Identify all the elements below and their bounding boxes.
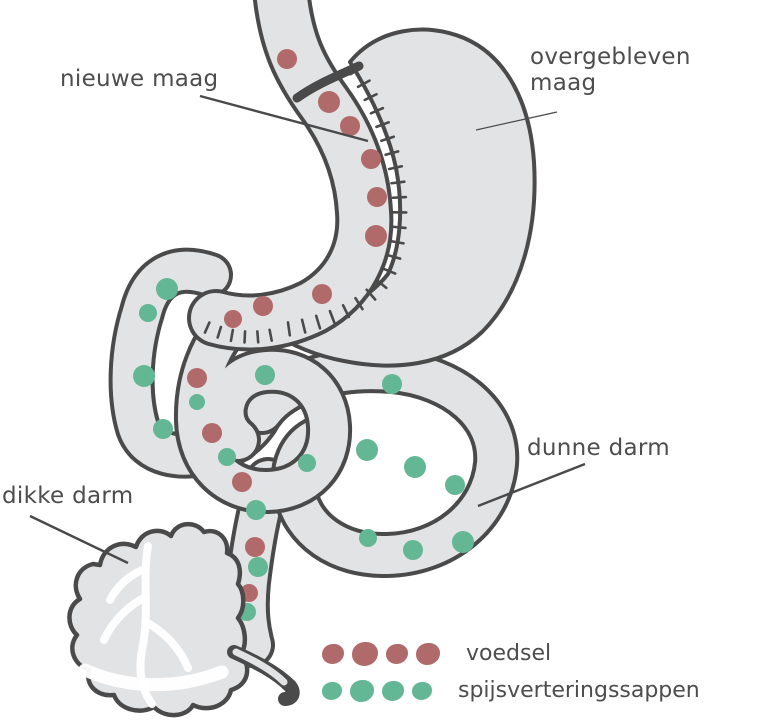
food-particle: [187, 368, 207, 388]
staple-tick: [314, 314, 322, 330]
food-particle: [318, 91, 340, 113]
pouch-fill: [191, 0, 390, 348]
food-particle: [253, 296, 273, 316]
staple-tick: [243, 330, 247, 344]
staple-tick: [387, 164, 404, 171]
digestive-juice-particle: [153, 419, 173, 439]
cardia-notch: [292, 61, 364, 103]
digestive-juices-legend-dot: [382, 680, 404, 701]
food-particle: [361, 149, 381, 169]
leader-small-intestine: [477, 462, 586, 508]
staple-tick: [389, 239, 405, 245]
digestive-juice-particle: [248, 557, 268, 577]
food-legend-dot: [352, 641, 378, 666]
food-particle: [365, 225, 387, 247]
large-intestine: [67, 522, 300, 718]
staple-tick: [380, 135, 396, 143]
intestine-particles: [133, 278, 474, 621]
label-new-stomach: nieuwe maag: [60, 66, 219, 92]
staple-tick: [341, 303, 351, 319]
digestive-juice-particle: [403, 540, 423, 560]
digestive-juice-particle: [445, 475, 465, 495]
food-particle: [232, 472, 252, 492]
digestive-juice-particle: [298, 454, 316, 472]
food-particle: [245, 537, 265, 557]
legend-label-digestive-juices: spijsverteringssappen: [458, 678, 700, 703]
digestive-juice-particle: [255, 365, 275, 385]
staple-lines: [203, 61, 408, 344]
digestive-juice-particle: [139, 304, 157, 322]
food-particle: [202, 423, 222, 443]
staple-tick: [375, 121, 390, 129]
small-loop-fill: [177, 297, 349, 510]
staple-tick: [229, 328, 235, 343]
colon-haustra-highlight: [78, 663, 229, 692]
colon-shape: [67, 522, 250, 718]
staple-tick: [363, 92, 378, 102]
digestive-juice-particle: [133, 365, 155, 387]
legend-item-digestive-juices: spijsverteringssappen: [322, 678, 700, 703]
food-legend-dot: [322, 643, 344, 664]
staple-tick: [390, 180, 406, 185]
staple-tick: [349, 66, 364, 76]
legend-item-food: voedsel: [322, 641, 700, 666]
legend-label-food: voedsel: [466, 641, 552, 666]
staple-tick: [328, 309, 336, 325]
staple-tick: [286, 321, 292, 337]
digestive-juice-particle: [218, 448, 236, 466]
label-small-intestine: dunne darm: [527, 435, 670, 461]
digestive-juice-particle: [246, 500, 266, 520]
staple-tick: [354, 296, 364, 311]
leader-remaining-stomach: [475, 111, 558, 131]
colon-haustra-highlight: [106, 566, 146, 604]
staple-tick: [300, 318, 307, 334]
staple-tick: [268, 328, 274, 342]
food-particle: [340, 116, 360, 136]
digestive-juice-particle: [359, 529, 377, 547]
colon-haustra-highlight: [142, 618, 192, 672]
legend: voedsel spijsverteringssappen: [322, 641, 700, 703]
staple-tick: [369, 106, 385, 115]
pouch-particles: [224, 49, 387, 328]
staple-tick: [381, 267, 397, 275]
digestive-juice-particle: [156, 278, 178, 300]
food-dots-swatch: [322, 641, 440, 666]
digestive-juice-particle: [404, 456, 426, 478]
juice-dots-swatch: [322, 679, 432, 702]
label-large-intestine: dikke darm: [2, 483, 134, 509]
staple-tick: [356, 79, 371, 89]
staple-tick: [256, 330, 260, 344]
staple-tick: [386, 253, 402, 260]
leader-new-stomach: [199, 94, 369, 143]
label-remaining-stomach: overgebleven maag: [530, 44, 691, 96]
digestive-juices-legend-dot: [322, 681, 342, 700]
digestive-juice-particle: [189, 394, 205, 410]
food-particle: [367, 187, 387, 207]
new-stomach-pouch: [187, 0, 394, 352]
leader-large-intestine: [29, 514, 129, 565]
digestive-juice-particle: [452, 531, 474, 553]
food-particle: [277, 49, 297, 69]
staple-tick: [391, 225, 407, 230]
staple-tick: [365, 288, 377, 301]
appendix-tail-fill: [232, 648, 288, 686]
staple-tick: [203, 321, 211, 334]
digestive-juice-particle: [356, 439, 378, 461]
digestive-juice-particle: [382, 374, 402, 394]
food-particle: [312, 284, 332, 304]
digestive-juices-legend-dot: [412, 681, 432, 700]
staple-tick: [391, 195, 408, 200]
food-legend-dot: [386, 643, 408, 664]
staple-tick: [384, 150, 400, 157]
digestive-juices-legend-dot: [350, 679, 374, 702]
colon-haustra-highlight: [100, 594, 148, 644]
food-legend-dot: [416, 642, 440, 665]
food-particle: [224, 310, 242, 328]
staple-tick: [216, 325, 223, 339]
staple-tick: [374, 278, 388, 290]
leader-lines: [29, 94, 586, 565]
